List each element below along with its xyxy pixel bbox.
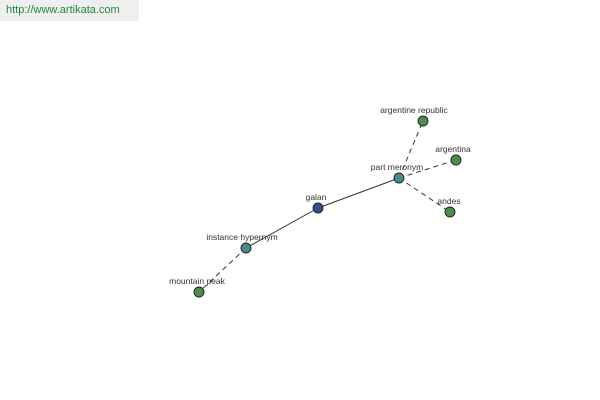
node-part-meronym-label: part meronym (371, 162, 423, 172)
node-andes[interactable]: andes (437, 196, 461, 218)
edge-part-meronym-to-argentine-republic (398, 120, 424, 179)
node-mountain-peak-label: mountain peak (169, 276, 226, 286)
node-argentina[interactable]: argentina (435, 144, 471, 166)
node-galan[interactable]: galan (306, 192, 327, 214)
nodes-layer: galan part meronym instance hypernym argent… (169, 105, 471, 298)
node-mountain-peak-dot[interactable] (193, 286, 205, 298)
node-argentina-dot[interactable] (450, 154, 462, 166)
node-argentine-republic-label: argentine republic (380, 105, 448, 115)
node-argentina-label: argentina (435, 144, 471, 154)
node-andes-dot[interactable] (444, 206, 456, 218)
edge-part-meronym-to-argentina (398, 159, 457, 179)
node-andes-label: andes (437, 196, 460, 206)
node-instance-hypernym-dot[interactable] (240, 242, 252, 254)
edges-layer (198, 120, 457, 293)
node-galan-dot[interactable] (312, 202, 324, 214)
edge-instance-hypernym-to-mountain-peak (198, 247, 247, 293)
edge-part-meronym-to-andes (398, 177, 451, 213)
node-part-meronym[interactable]: part meronym (371, 162, 423, 184)
node-part-meronym-dot[interactable] (393, 172, 405, 184)
node-argentine-republic[interactable]: argentine republic (380, 105, 449, 127)
edge-galan-to-part-meronym (317, 177, 400, 209)
node-mountain-peak[interactable]: mountain peak (169, 276, 226, 298)
node-instance-hypernym[interactable]: instance hypernym (206, 232, 278, 254)
node-galan-label: galan (306, 192, 327, 202)
site-url[interactable]: http://www.artikata.com (0, 0, 139, 21)
edge-galan-to-instance-hypernym (245, 207, 319, 249)
node-instance-hypernym-label: instance hypernym (206, 232, 277, 242)
node-argentine-republic-dot[interactable] (417, 115, 429, 127)
